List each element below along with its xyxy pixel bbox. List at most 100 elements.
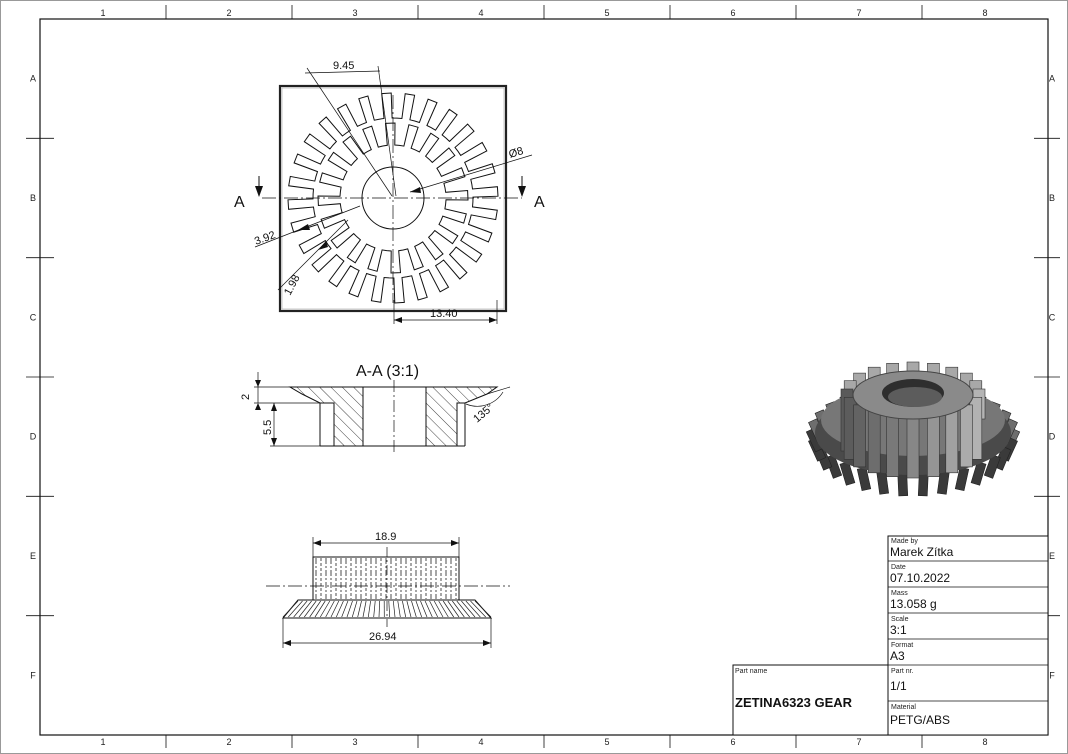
zone-row-label-left: D: [30, 432, 37, 442]
zone-column-label-top: 2: [226, 8, 231, 18]
section-title: A-A (3:1): [356, 363, 419, 380]
section-left-half: [288, 386, 364, 447]
dim-26-94-arrow-a: [283, 640, 291, 646]
zone-column-label-top: 4: [478, 8, 483, 18]
material-value: PETG/ABS: [890, 713, 950, 727]
dim-9-45-leader-a: [306, 67, 393, 197]
render-base-tooth: [897, 473, 909, 497]
section-view: A-A (3:1) 2 5.5 135°: [240, 363, 511, 455]
zone-column-label-top: 5: [604, 8, 609, 18]
dim-18-9-label: 18.9: [375, 531, 396, 543]
title-block-right-column: [887, 535, 1049, 736]
zone-column-label-bottom: 8: [982, 737, 987, 747]
dim-135-label: 135°: [471, 401, 496, 425]
dim-3-92-arrow: [298, 224, 310, 230]
dim-5-5-arrow-b: [271, 438, 277, 446]
view-frame-inner: [281, 87, 505, 310]
base-tooth-line: [282, 600, 299, 618]
part-name-label: Part name: [735, 668, 767, 675]
base-tooth-line: [325, 600, 335, 618]
cut-label-right: A: [534, 194, 545, 211]
view-frame: [278, 84, 508, 313]
zone-column-label-bottom: 1: [100, 737, 105, 747]
base-tooth-line: [438, 600, 449, 618]
dim-3-92-label: 3.92: [253, 229, 277, 248]
render-hub-tooth: [906, 415, 920, 479]
base-tooth-line: [392, 600, 396, 618]
base-tooth-line: [319, 600, 331, 618]
dim-1-98-label: 1.98: [282, 273, 303, 298]
dim-135-ext: [486, 386, 511, 395]
zone-row-label-left: F: [30, 670, 36, 680]
dim-dia8-arrow: [410, 187, 421, 193]
base-tooth-line: [298, 600, 312, 618]
render-hub-tooth: [886, 414, 899, 478]
base-tooth-line: [293, 600, 308, 618]
base-tooth-line: [406, 600, 412, 618]
inner-gear-teeth: [317, 122, 469, 274]
zone-row-label-right: D: [1049, 432, 1056, 442]
dim-9-45-leader-b: [377, 65, 397, 197]
base-tooth-line: [470, 600, 486, 618]
base-tooth-line: [433, 600, 444, 618]
zone-row-label-right: F: [1049, 670, 1055, 680]
made-by-label: Made by: [891, 538, 918, 545]
hub-tooth-lines: [315, 558, 457, 599]
base-tooth-line: [447, 600, 460, 618]
render-base-tooth: [970, 461, 987, 486]
base-tooth-line: [346, 600, 353, 618]
made-by-value: Marek Zítka: [890, 545, 954, 559]
zone-row-label-left: C: [30, 312, 37, 322]
dim-18-9-arrow-b: [451, 540, 459, 546]
format-label: Format: [891, 642, 913, 649]
dim-dia8-leader: [409, 154, 533, 193]
section-right-half: [425, 386, 499, 447]
base-tooth-line: [420, 600, 428, 618]
mass-label: Mass: [891, 590, 908, 597]
side-view: 18.9 26.94: [266, 531, 510, 648]
base-tooth-line: [411, 600, 417, 618]
render-hub-tooth: [853, 404, 866, 468]
zone-column-label-bottom: 7: [856, 737, 861, 747]
zone-column-label-top: 1: [100, 8, 105, 18]
zone-column-label-top: 8: [982, 8, 987, 18]
zone-row-label-right: E: [1049, 551, 1055, 561]
base-tooth-line: [424, 600, 433, 618]
part-nr-label: Part nr.: [891, 668, 914, 675]
zone-column-label-top: 6: [730, 8, 735, 18]
base-tooth-line: [304, 600, 317, 618]
render-hub-tooth: [867, 410, 881, 474]
dim-dia8-label: Ø8: [507, 145, 525, 161]
zone-column-label-bottom: 6: [730, 737, 735, 747]
dim-9-45-line: [304, 70, 381, 74]
scale-label: Scale: [891, 616, 909, 623]
part-name-value: ZETINA6323 GEAR: [735, 695, 853, 710]
dim-1-98-arrow: [318, 241, 328, 250]
dim-5-5-label: 5.5: [262, 420, 274, 435]
gear-3d-render: [805, 361, 1021, 497]
format-value: A3: [890, 649, 905, 663]
base-tooth-lines: [282, 600, 492, 618]
base-tooth-line: [442, 600, 454, 618]
zone-column-label-top: 3: [352, 8, 357, 18]
base-tooth-line: [351, 600, 358, 618]
dim-13-40-label: 13.40: [430, 308, 458, 320]
base-tooth-line: [474, 600, 492, 618]
zone-column-label-bottom: 5: [604, 737, 609, 747]
render-bore-inner: [888, 387, 942, 407]
base-tooth-line: [362, 600, 367, 618]
dim-13-40-arrow-b: [489, 317, 497, 323]
cut-arrow-left-head: [255, 186, 263, 197]
base-tooth-line: [465, 600, 481, 618]
date-value: 07.10.2022: [890, 571, 950, 585]
base-tooth-line: [461, 600, 476, 618]
outer-gear-teeth: [287, 92, 499, 304]
outer-gear-outline: [287, 92, 499, 304]
render-hub-tooth: [945, 410, 959, 474]
base-tooth-line: [378, 600, 381, 618]
dim-18-9-arrow-a: [313, 540, 321, 546]
dim-2-arrow-b: [255, 403, 261, 410]
dim-5-5-arrow-a: [271, 403, 277, 411]
base-tooth-line: [373, 600, 376, 618]
